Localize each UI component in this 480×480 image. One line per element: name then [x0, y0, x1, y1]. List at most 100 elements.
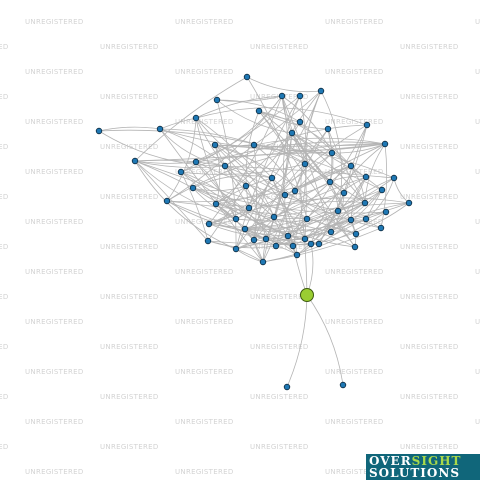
watermark-text: UNREGISTERED [100, 93, 159, 101]
graph-edge [192, 187, 275, 218]
graph-node [255, 107, 263, 115]
graph-edge [195, 152, 333, 163]
graph-node [351, 243, 359, 251]
graph-node [307, 240, 315, 248]
graph-node [347, 216, 355, 224]
graph-edge [224, 165, 395, 179]
graph-edge [306, 294, 344, 386]
watermark-text: UNREGISTERED [175, 368, 234, 376]
graph-node [381, 140, 389, 148]
logo-over-text: OVER [369, 454, 412, 468]
graph-edge [215, 192, 345, 207]
watermark-text: UNREGISTERED [250, 393, 309, 401]
graph-node [211, 141, 219, 149]
graph-node [241, 225, 249, 233]
graph-edge [195, 107, 368, 126]
graph-node [163, 197, 171, 205]
watermark-text: UNREGISTERED [400, 193, 459, 201]
graph-edge [134, 76, 248, 162]
graph-edge [195, 117, 382, 229]
graph-edge [318, 192, 345, 245]
watermark-text: UNREGISTERED [475, 268, 480, 276]
graph-edge [253, 137, 386, 146]
watermark-text: UNREGISTERED [0, 43, 9, 51]
graph-edge [286, 294, 308, 388]
watermark-text: UNREGISTERED [325, 68, 384, 76]
graph-edge [393, 177, 410, 204]
watermark-text: UNREGISTERED [25, 68, 84, 76]
graph-edge [192, 175, 273, 189]
graph-edge [271, 177, 357, 235]
watermark-text: UNREGISTERED [25, 118, 84, 126]
graph-edge [159, 128, 226, 167]
graph-edge [244, 218, 308, 230]
graph-edge [365, 177, 395, 220]
graph-edge [215, 177, 273, 205]
watermark-text: UNREGISTERED [400, 343, 459, 351]
graph-node [334, 207, 342, 215]
graph-edge [159, 128, 264, 263]
watermark-text: UNREGISTERED [100, 293, 159, 301]
graph-node [243, 73, 251, 81]
graph-node [262, 235, 270, 243]
graph-node [405, 199, 413, 207]
graph-node [390, 174, 398, 182]
graph-edge [364, 143, 386, 204]
graph-node [156, 125, 164, 133]
graph-edge [216, 99, 293, 134]
watermark-text: UNREGISTERED [25, 168, 84, 176]
node-group [95, 73, 413, 391]
graph-node [296, 118, 304, 126]
graph-edge [195, 95, 283, 119]
watermark-text: UNREGISTERED [175, 218, 234, 226]
graph-node [242, 182, 250, 190]
graph-node [192, 114, 200, 122]
watermark-text: UNREGISTERED [250, 443, 309, 451]
graph-edge [235, 210, 339, 250]
graph-edge [306, 243, 314, 296]
graph-node [326, 178, 334, 186]
graph-node [95, 127, 103, 135]
graph-edge [306, 189, 383, 220]
watermark-text: UNREGISTERED [25, 268, 84, 276]
graph-node [250, 236, 258, 244]
watermark-text: UNREGISTERED [325, 18, 384, 26]
graph-edge [331, 143, 386, 154]
graph-node [317, 87, 325, 95]
graph-edge [304, 218, 367, 240]
graph-node [259, 258, 267, 266]
graph-node [328, 149, 336, 157]
watermark-text: UNREGISTERED [475, 68, 480, 76]
graph-edge [195, 161, 339, 212]
logo-line-2: SOLUTIONS [369, 466, 460, 480]
graph-node [272, 242, 280, 250]
graph-edge [281, 95, 332, 233]
graph-node [250, 141, 258, 149]
graph-node [131, 157, 139, 165]
graph-node [232, 215, 240, 223]
graph-edge [98, 126, 161, 132]
graph-node [177, 168, 185, 176]
watermark-text: UNREGISTERED [25, 468, 84, 476]
graph-node [270, 213, 278, 221]
graph-edge [134, 160, 226, 168]
graph-node [361, 199, 369, 207]
watermark-text: UNREGISTERED [100, 443, 159, 451]
watermark-text: UNREGISTERED [475, 118, 480, 126]
edge-group [98, 76, 410, 388]
graph-edge [350, 165, 366, 204]
graph-edge [214, 143, 386, 147]
graph-edge [244, 177, 273, 230]
watermark-text: UNREGISTERED [25, 318, 84, 326]
graph-node [303, 215, 311, 223]
watermark-text: UNREGISTERED [100, 343, 159, 351]
watermark-text: UNREGISTERED [475, 18, 480, 26]
graph-edge [304, 163, 366, 204]
graph-node [213, 96, 221, 104]
watermark-text: UNREGISTERED [175, 318, 234, 326]
watermark-text: UNREGISTERED [175, 68, 234, 76]
graph-edge [273, 176, 367, 218]
watermark-text: UNREGISTERED [325, 318, 384, 326]
